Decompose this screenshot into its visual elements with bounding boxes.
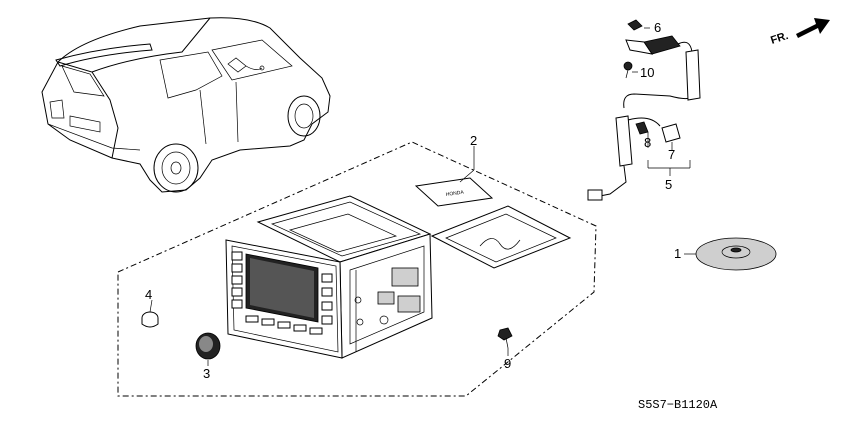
front-direction-label: FR. [769,30,790,47]
vehicle-illustration [41,17,331,193]
callout-3: 3 [203,366,210,381]
callout-4: 4 [145,287,152,302]
callout-8: 8 [644,135,651,150]
callout-2: 2 [470,133,477,148]
manual-sleeve [430,205,572,269]
callout-6: 6 [654,20,661,35]
front-direction-indicator: FR. [769,18,830,47]
callout-5: 5 [665,177,672,192]
callout-7: 7 [668,147,675,162]
manual-cover-label: HONDA [445,189,464,198]
kit-boundary [117,141,597,397]
callout-1: 1 [674,246,681,261]
cap [141,311,159,328]
callout-9: 9 [504,356,511,371]
callout-10: 10 [640,65,654,80]
diagram-code: S5S7−B1120A [638,398,718,412]
front-direction-arrow-icon [796,18,830,38]
navigation-unit [225,195,433,359]
owners-manual: HONDA [414,177,494,207]
disc [695,237,777,271]
gps-antenna-assembly [587,19,701,201]
knob [195,332,221,360]
screw [497,327,513,349]
leader-lines [149,27,696,366]
